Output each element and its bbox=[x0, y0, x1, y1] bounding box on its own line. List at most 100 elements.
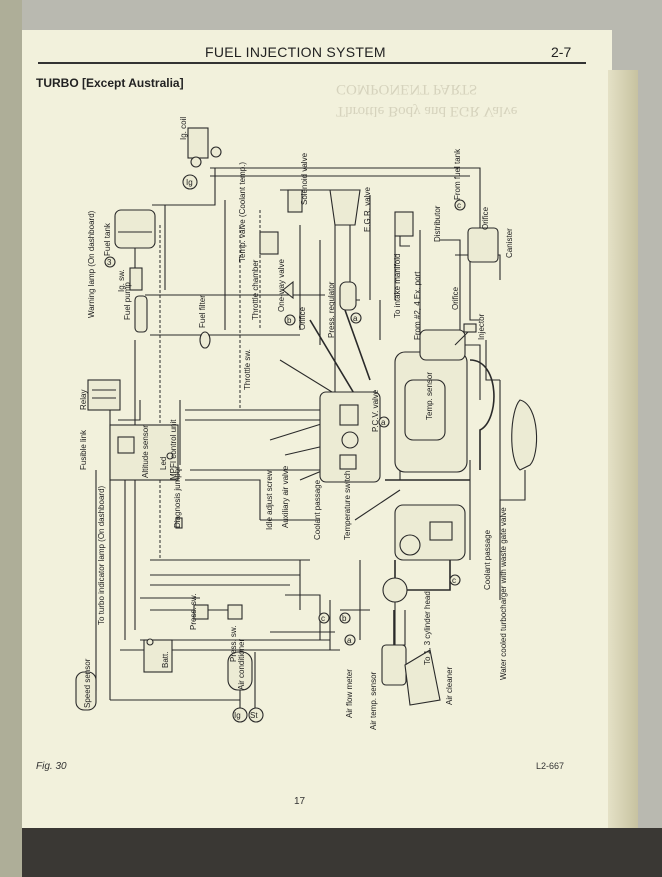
label-st: St bbox=[250, 711, 258, 720]
label-pcv-valve: P.C.V. valve bbox=[371, 389, 380, 432]
engine-block bbox=[385, 329, 495, 481]
label-mark-b-1: b bbox=[287, 316, 292, 325]
label-ig-2: Ig bbox=[234, 711, 241, 720]
mpfi-control-unit bbox=[109, 424, 179, 481]
one-way-valve bbox=[282, 280, 294, 300]
label-altitude-sensor: Altitude sensor bbox=[141, 425, 150, 478]
label-one-way-valve: One-way valve bbox=[277, 259, 286, 312]
label-idle-adjust-screw: Idle adjust screw bbox=[265, 470, 274, 530]
figure-code: L2-667 bbox=[536, 761, 565, 771]
label-temp-sensor: Temp. sensor bbox=[425, 372, 434, 420]
label-egr-valve: E.G.R. valve bbox=[363, 187, 372, 232]
pressure-switch-1 bbox=[193, 604, 209, 620]
label-coolant-passage-2: Coolant passage bbox=[483, 529, 492, 590]
label-temp-valve: Temp. valve (Coolant temp.) bbox=[238, 162, 247, 262]
battery bbox=[143, 638, 173, 673]
label-orifice-3: Orifice bbox=[451, 286, 460, 310]
solenoid-valve bbox=[287, 189, 303, 213]
section-title: TURBO [Except Australia] bbox=[36, 76, 184, 90]
label-fuel-tank: Fuel tank bbox=[103, 222, 112, 256]
label-auxiliary-air-valve: Auxiliary air valve bbox=[281, 465, 290, 528]
label-press-sw-2: Press. sw. bbox=[229, 626, 238, 662]
label-coolant-passage-1: Coolant passage bbox=[313, 479, 322, 540]
label-from-fuel-tank: From fuel tank bbox=[453, 148, 462, 200]
label-batt: Batt. bbox=[161, 652, 170, 668]
relay-box bbox=[87, 379, 121, 411]
label-num-3: 3 bbox=[107, 258, 112, 267]
fuel-tank bbox=[114, 209, 156, 291]
book-spine bbox=[0, 0, 22, 877]
label-injector: Injector bbox=[477, 313, 486, 340]
label-throttle-chamber: Throttle chamber bbox=[251, 259, 260, 320]
label-press-regulator: Press. regulator bbox=[327, 281, 336, 338]
injector bbox=[454, 323, 477, 346]
label-relay: Relay bbox=[79, 390, 88, 410]
scan-shadow bbox=[22, 828, 662, 877]
speed-sensor bbox=[75, 671, 97, 711]
label-ig-sw: Ig. sw. bbox=[117, 269, 126, 292]
label-air-cleaner: Air cleaner bbox=[445, 666, 454, 705]
label-mark-a-3: a bbox=[347, 636, 352, 645]
label-led: Led bbox=[159, 457, 168, 470]
label-throttle-sw: Throttle sw. bbox=[243, 349, 252, 390]
press-regulator bbox=[339, 281, 357, 311]
fuel-pump bbox=[134, 295, 148, 333]
label-turbocharger: Water cooled turbocharger with waste gat… bbox=[499, 507, 508, 680]
label-mpfi-control-unit: MPFI control unit bbox=[169, 419, 178, 480]
label-temperature-switch: Temperature switch bbox=[343, 471, 352, 540]
label-canister: Canister bbox=[505, 228, 514, 258]
egr-valve bbox=[329, 189, 361, 226]
exhaust-catalyst bbox=[499, 399, 538, 600]
label-mark-a-2: a bbox=[353, 314, 358, 323]
label-orifice-1: Orifice bbox=[481, 206, 490, 230]
label-fusible-link: Fusible link bbox=[79, 429, 88, 470]
next-page-edge bbox=[608, 70, 638, 830]
label-diagnosis-jumper: Diagnosis jumper bbox=[173, 466, 182, 528]
label-distributor: Distributor bbox=[433, 205, 442, 242]
label-ig-1: Ig bbox=[186, 178, 193, 187]
page-header-number: 2-7 bbox=[551, 44, 572, 60]
label-warning-lamp: Warning lamp (On dashboard) bbox=[87, 210, 96, 318]
throttle-body bbox=[319, 391, 381, 483]
pressure-switch-2 bbox=[227, 604, 243, 620]
label-mark-c-2: c bbox=[457, 201, 461, 210]
ignition-coil bbox=[182, 127, 222, 190]
label-air-flow-meter: Air flow meter bbox=[345, 669, 354, 718]
canister bbox=[467, 227, 499, 263]
ignition-terminal bbox=[232, 707, 248, 723]
diagram-labels: Ig. coil Ig Fuel tank Warning lamp (On d… bbox=[79, 117, 514, 730]
label-ig-coil: Ig. coil bbox=[179, 117, 188, 140]
label-to-intake-manifold: To intake manifold bbox=[393, 254, 402, 318]
turbocharger bbox=[382, 504, 466, 603]
air-conditioner bbox=[227, 651, 253, 691]
label-press-sw-1: Press. sw. bbox=[189, 594, 198, 630]
label-mark-a-1: a bbox=[381, 418, 386, 427]
diagnosis-jumper bbox=[175, 517, 183, 529]
label-solenoid-valve: Solenoid valve bbox=[300, 152, 309, 205]
air-flow-meter bbox=[381, 610, 407, 686]
page-number: 17 bbox=[294, 796, 306, 807]
label-speed-sensor: Speed sensor bbox=[83, 658, 92, 708]
label-from-24-ex-port: From #2, 4 Ex. port bbox=[413, 271, 422, 340]
label-orifice-2: Orifice bbox=[298, 306, 307, 330]
label-to-13-cylinder-head: To 1, 3 cylinder head bbox=[423, 591, 432, 665]
page-header-title: FUEL INJECTION SYSTEM bbox=[205, 44, 386, 60]
label-fuel-filter: Fuel filter bbox=[198, 295, 207, 328]
header-rule bbox=[38, 62, 586, 64]
label-fuel-pump: Fuel pump bbox=[123, 282, 132, 320]
label-air-temp-sensor: Air temp. sensor bbox=[369, 671, 378, 730]
label-mark-c-3: c bbox=[452, 576, 456, 585]
fuel-filter bbox=[199, 331, 211, 349]
label-mark-b-2: b bbox=[342, 614, 347, 623]
start-terminal bbox=[248, 707, 264, 723]
junction-marks bbox=[104, 199, 466, 646]
distributor bbox=[394, 211, 414, 247]
label-air-conditioner: Air conditioner bbox=[237, 639, 246, 690]
air-cleaner bbox=[404, 649, 441, 706]
figure-caption: Fig. 30 bbox=[36, 761, 67, 772]
label-turbo-indicator-lamp: To turbo indicator lamp (On dashboard) bbox=[97, 485, 106, 625]
temp-valve bbox=[259, 231, 279, 255]
label-mark-c-1: c bbox=[321, 614, 325, 623]
